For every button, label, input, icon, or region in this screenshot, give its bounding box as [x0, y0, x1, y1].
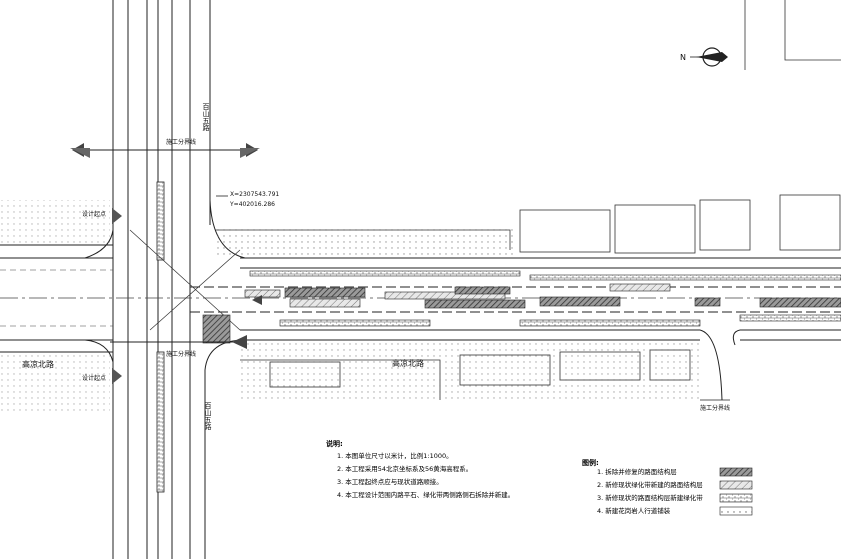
legend-item-1: 1. 拆除并修复的路面结构层 — [597, 467, 677, 476]
vertical-road — [112, 0, 211, 559]
legend-block: 图例: 1. 拆除并修复的路面结构层 2. 新修现状绿化带新建的路面结构层 3.… — [582, 458, 753, 516]
notes-item-4: 4. 本工程设计范围内路平石、绿化带两侧路侧石拆除并新建。 — [337, 490, 514, 499]
skew-line-b — [149, 249, 241, 331]
design-start-arrow-bottom — [112, 368, 122, 384]
notes-item-2: 2. 本工程采用54北京坐标系及56黄海高程系。 — [337, 464, 472, 473]
north-label: N — [680, 53, 686, 62]
legend-swatch-4 — [719, 506, 753, 516]
road-label-gaoliang-west: 高凉北路 — [22, 359, 54, 369]
design-start-arrow-top — [112, 208, 122, 224]
notes-item-1: 1. 本图单位尺寸以米计，比例1:1000。 — [337, 451, 453, 460]
road-end-arrow — [252, 295, 262, 305]
legend-title: 图例: — [582, 458, 599, 467]
notes-title: 说明: — [326, 439, 343, 448]
design-start-label-bottom: 设计起点 — [82, 374, 106, 382]
corner-sw — [84, 339, 114, 363]
boundary-label-top: 施工分界线 — [166, 138, 196, 146]
notes-block: 说明: 1. 本图单位尺寸以米计，比例1:1000。 2. 本工程采用54北京坐… — [326, 439, 514, 499]
legend-swatch-1 — [719, 467, 753, 477]
corner-right-south-b — [732, 329, 741, 346]
corner-nw — [84, 229, 114, 259]
boundary-line-top — [70, 143, 260, 158]
design-start-label-top: 设计起点 — [82, 210, 106, 218]
nw-texture — [0, 200, 110, 245]
road-label-east-top: 百山五路 — [202, 103, 210, 132]
vertical-median-north — [156, 181, 165, 261]
legend-swatch-3 — [719, 493, 753, 503]
legend-swatch-2 — [719, 480, 753, 490]
boundary-label-right: 施工分界线 — [700, 404, 730, 412]
coordinate-x: X=2307543.791 — [230, 191, 279, 198]
corner-right-south — [699, 329, 723, 401]
boundary-line-bottom — [110, 335, 247, 349]
legend-item-4: 4. 新建花岗岩人行道铺装 — [597, 506, 671, 515]
boundary-label-bottom: 施工分界线 — [166, 350, 196, 358]
coordinate-y: Y=402016.286 — [229, 201, 275, 208]
south-sidewalk-texture — [240, 342, 700, 402]
horizontal-road — [0, 244, 841, 353]
road-label-east-bottom: 百山五路 — [204, 402, 212, 431]
vertical-median-south — [156, 351, 165, 493]
sw-texture — [0, 355, 110, 415]
road-label-gaoliang-east: 高凉北路 — [392, 358, 424, 368]
legend-item-2: 2. 新修现状绿化带新建的路面结构层 — [597, 480, 703, 489]
pavement-hatch — [202, 270, 841, 344]
skew-line-a — [129, 229, 241, 331]
notes-item-3: 3. 本工程起终点应与现状道路顺接。 — [337, 477, 443, 486]
north-sidewalk-texture — [215, 225, 515, 255]
legend-item-3: 3. 新修现状的路面结构层新建绿化带 — [597, 493, 703, 502]
north-arrow: N — [680, 47, 728, 67]
